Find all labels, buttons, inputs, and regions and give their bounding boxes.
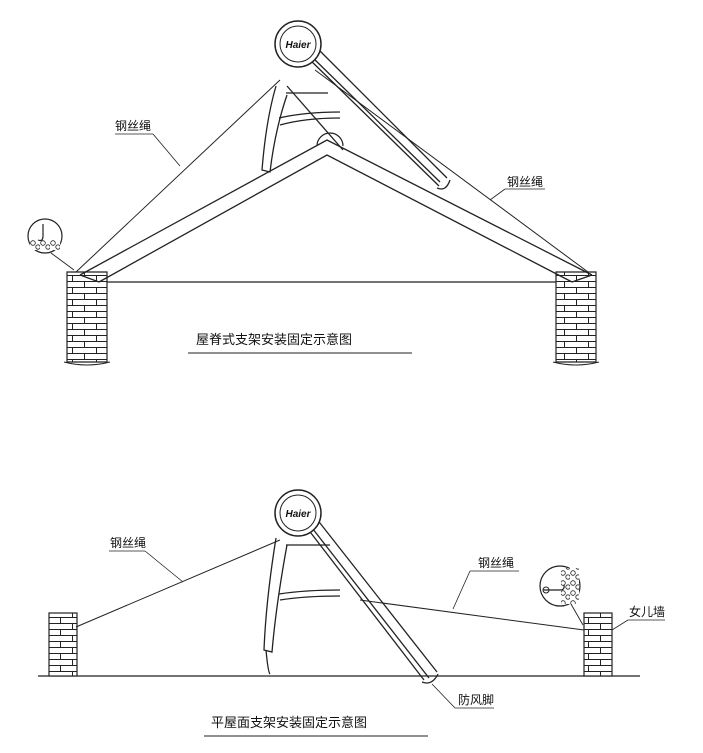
right-wire-label-flat-group: 钢丝绳 xyxy=(452,556,519,610)
bracket-frame xyxy=(261,85,344,173)
right-wire-label-flat: 钢丝绳 xyxy=(478,556,514,570)
right-brick-wall xyxy=(552,271,600,366)
left-wire-label-flat-group: 钢丝绳 xyxy=(109,536,184,583)
collector-tube-flat xyxy=(303,517,439,684)
brand-logo: Haier xyxy=(285,40,311,51)
left-steel-wire-flat xyxy=(75,539,281,628)
foot-label-group: 防风脚 xyxy=(431,683,494,709)
left-wire-label-flat: 钢丝绳 xyxy=(110,536,146,550)
water-tank: Haier xyxy=(274,20,322,68)
left-steel-wire xyxy=(75,79,281,273)
water-tank-flat: Haier xyxy=(274,489,322,537)
windproof-foot-label: 防风脚 xyxy=(458,692,494,707)
flat-roof-diagram: Haier 钢丝绳 钢丝绳 女儿墙 xyxy=(38,489,665,737)
right-steel-wire xyxy=(314,69,589,273)
left-brick-column xyxy=(48,612,78,677)
left-wire-label-group: 钢丝绳 xyxy=(115,119,181,167)
top-caption-group: 屋脊式支架安装固定示意图 xyxy=(188,332,412,354)
collector-tube xyxy=(305,48,451,190)
brand-logo-flat: Haier xyxy=(285,509,311,520)
pitched-roof xyxy=(79,139,593,283)
anchor-detail-callout-flat xyxy=(539,565,584,626)
parapet-label: 女儿墙 xyxy=(629,604,665,619)
hook-icon-flat xyxy=(543,584,565,591)
parapet-wall xyxy=(583,612,613,677)
ridge-roof-diagram: Haier 钢丝绳 钢丝绳 屋脊式支架安装固定示意图 xyxy=(27,20,600,366)
hook-icon xyxy=(37,224,44,242)
parapet-label-group: 女儿墙 xyxy=(611,604,665,631)
bottom-caption: 平屋面支架安装固定示意图 xyxy=(211,715,367,731)
right-steel-wire-flat xyxy=(359,599,585,631)
bottom-caption-group: 平屋面支架安装固定示意图 xyxy=(204,715,428,737)
right-wire-label-group: 钢丝绳 xyxy=(489,175,545,201)
top-caption: 屋脊式支架安装固定示意图 xyxy=(196,332,352,348)
left-brick-wall xyxy=(63,271,111,366)
left-wire-label: 钢丝绳 xyxy=(115,119,151,133)
bracket-frame-flat xyxy=(263,537,341,675)
ridge-dome xyxy=(316,132,344,147)
right-wire-label: 钢丝绳 xyxy=(507,175,543,189)
anchor-detail-callout xyxy=(27,218,75,271)
